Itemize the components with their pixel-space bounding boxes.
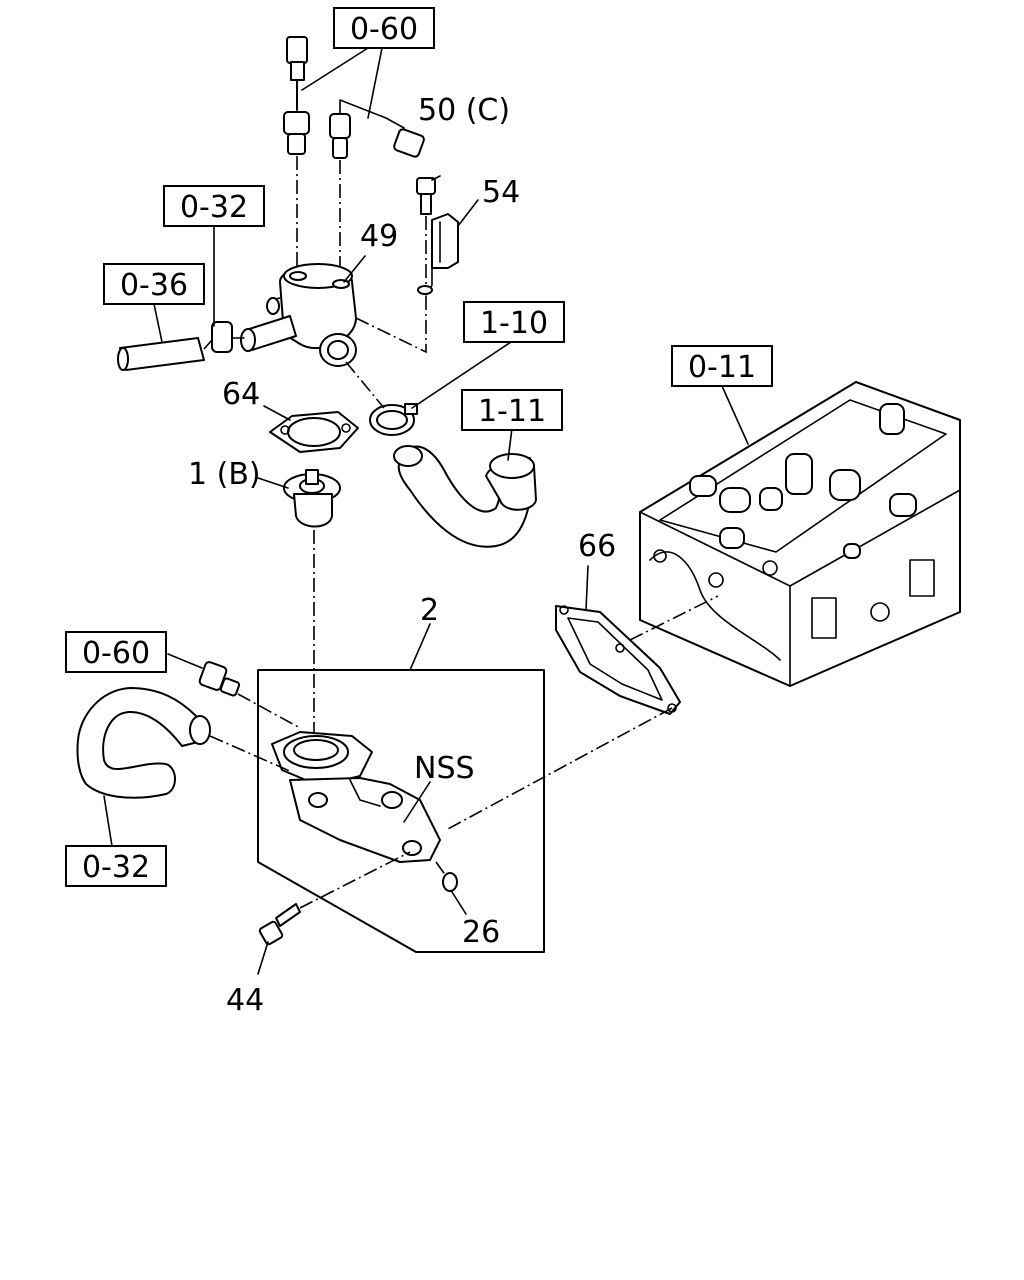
leader-0-60-a [301,47,369,91]
leader-nss [403,781,431,823]
ref-box-0-32-bottom[interactable]: 0-32 [65,845,167,887]
leader-1-11 [507,427,513,461]
hose-fitting-0-32-top [211,321,245,353]
gasket-64 [269,411,359,453]
cylinder-head-0-11 [639,381,961,687]
part-label-49: 49 [360,219,398,254]
part-label-64: 64 [222,377,260,412]
leader-2 [409,623,431,671]
bolt-50c [416,177,436,285]
leader-54 [457,199,479,227]
svg-text:0-11: 0-11 [688,350,756,385]
leader-0-60-b [367,47,383,119]
leader-66 [585,565,589,611]
leader-0-36 [153,303,163,343]
ref-box-0-60-top[interactable]: 0-60 [333,7,435,49]
ref-box-0-60-mid[interactable]: 0-60 [65,631,167,673]
leader-44 [257,941,269,975]
ref-box-1-10[interactable]: 1-10 [463,301,565,343]
part-label-44: 44 [226,983,264,1018]
temperature-sensor-right [329,99,425,280]
temperature-sensor-mid [198,661,241,697]
leader-26 [451,891,467,915]
ref-box-0-11[interactable]: 0-11 [671,345,773,387]
part-label-50c: 50 (C) [418,93,510,128]
leader-50c [431,175,441,181]
temperature-sensor-left [283,36,310,270]
svg-text:1-10: 1-10 [480,306,548,341]
thermostat-case-2 [271,731,441,863]
svg-text:0-32: 0-32 [180,190,248,225]
thermostat-1b [283,469,341,528]
hose-0-36 [117,337,213,371]
leader-1b [257,477,289,489]
hose-clamp-1-10 [369,403,418,436]
radiator-hose-1-11 [393,445,537,548]
clip-54 [417,213,459,296]
plug-26 [442,872,458,892]
svg-text:0-60: 0-60 [350,12,418,47]
leader-49 [343,255,366,283]
svg-text:0-32: 0-32 [82,850,150,885]
hose-0-32-bottom [76,687,211,799]
ref-box-0-36[interactable]: 0-36 [103,263,205,305]
part-label-66: 66 [578,529,616,564]
svg-text:1-11: 1-11 [478,394,546,429]
part-label-nss: NSS [414,751,475,786]
leader-64 [263,405,291,421]
bolt-44 [258,903,301,946]
ref-box-0-32-top[interactable]: 0-32 [163,185,265,227]
svg-text:0-36: 0-36 [120,268,188,303]
leader-0-11 [721,385,749,445]
part-label-1b: 1 (B) [188,457,261,492]
gasket-66 [555,605,681,715]
leader-0-60-mid [167,653,203,669]
assembly-2-frame [257,669,545,953]
leader-1-10 [411,339,515,409]
svg-text:0-60: 0-60 [82,636,150,671]
ref-box-1-11[interactable]: 1-11 [461,389,563,431]
part-label-26: 26 [462,915,500,950]
leader-0-32-bottom [103,795,113,847]
thermostat-housing-49 [240,263,357,367]
part-label-2: 2 [420,593,439,628]
part-label-54: 54 [482,175,520,210]
